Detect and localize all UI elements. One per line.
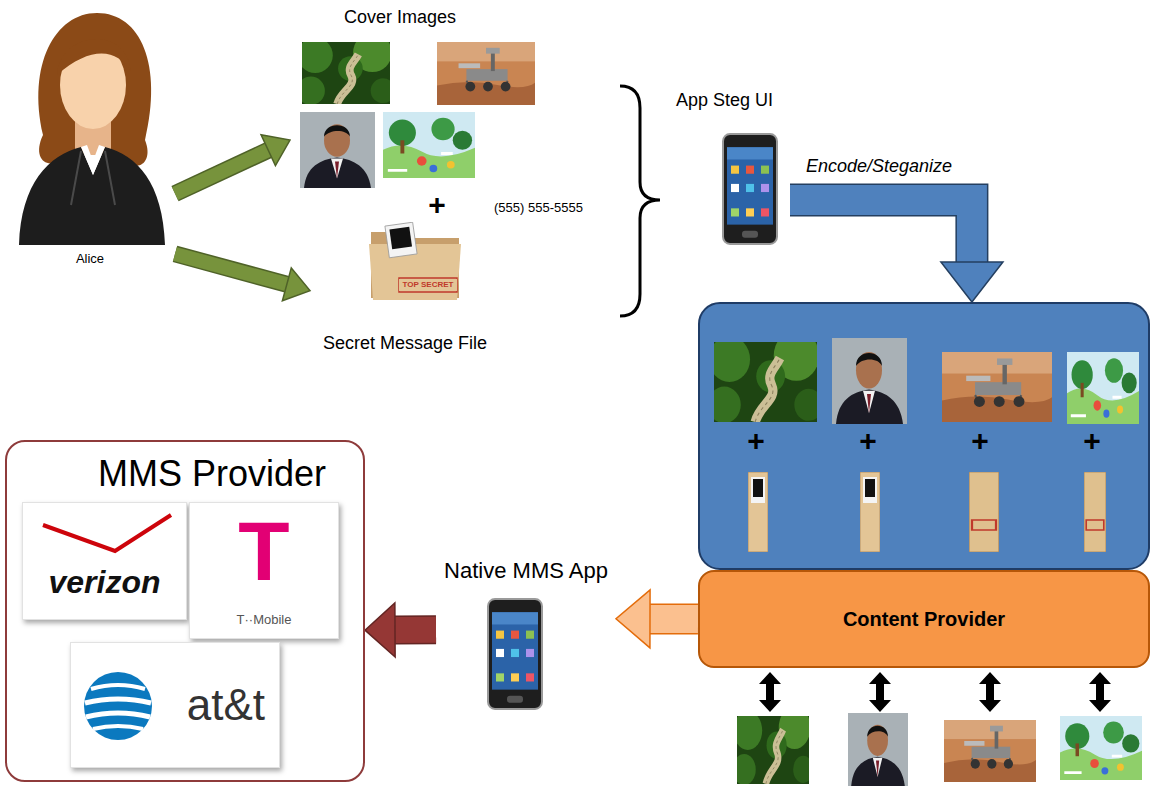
double-arrow — [979, 672, 1001, 712]
node-illustration — [5, 5, 175, 267]
label-slot: + — [424, 190, 450, 220]
folder-picture — [369, 222, 461, 300]
connector-group — [790, 200, 972, 262]
mms-provider-box: MMS Provider verizon T T··Mobile at&t — [5, 440, 365, 782]
connector-arrow — [790, 200, 972, 262]
portrait-photo — [848, 713, 908, 786]
content-provider-box: Content Provider — [698, 570, 1150, 668]
node-text: Cover Images — [344, 7, 456, 29]
man-picture — [832, 338, 907, 424]
cartoon-picture — [383, 112, 475, 178]
phone-picture — [488, 599, 542, 709]
strip-b-picture — [969, 472, 999, 552]
double-arrow — [869, 672, 891, 712]
node-text: Native MMS App — [444, 558, 608, 584]
double-arrow — [1089, 672, 1111, 712]
edge-label-slot: Encode/Steganize — [806, 156, 952, 178]
label-slot: TOP SECRET — [399, 279, 457, 291]
node-text: verizon — [48, 563, 160, 601]
connector-outline — [650, 603, 698, 634]
connector-arrow — [650, 605, 698, 633]
stego-bundle-box: + + + + — [698, 302, 1150, 570]
connector-outline — [395, 615, 436, 644]
connector-outline — [175, 150, 268, 193]
cover-images-group: Cover Images — [290, 5, 540, 190]
node-text: Content Provider — [843, 607, 1005, 631]
edge-label: Encode/Steganize — [806, 156, 952, 178]
node-text: MMS Provider — [98, 452, 326, 495]
node-text: + — [747, 426, 765, 456]
node-text: T — [238, 509, 289, 593]
node-illustration — [290, 5, 540, 190]
node-text: Alice — [76, 251, 104, 267]
connector-arrow — [395, 617, 436, 643]
carrier-logo: verizon — [22, 502, 187, 620]
node-text: + — [859, 426, 877, 456]
forest-photo — [733, 706, 814, 785]
free-label: TOP SECRET — [399, 279, 457, 291]
globe-picture — [84, 672, 152, 740]
label-slot: (555) 555-5555 — [494, 200, 614, 216]
phone-picture — [723, 134, 777, 244]
phone-app-node: Native MMS App — [436, 556, 616, 713]
connector-group — [175, 150, 268, 193]
cartoon-picture — [1060, 716, 1142, 780]
node-text: App Steg UI — [676, 90, 773, 112]
rover-picture — [437, 42, 535, 105]
node-text: + — [971, 426, 989, 456]
strip-a-picture — [860, 472, 880, 552]
rover-photo — [944, 720, 1036, 782]
connector-outline — [175, 254, 287, 284]
strip-b-picture — [1084, 472, 1106, 552]
strip-a-picture — [748, 472, 768, 552]
cartoon-picture — [1067, 352, 1139, 424]
connector-group — [650, 618, 698, 619]
man-picture — [300, 112, 375, 188]
node-illustration — [672, 88, 790, 248]
connector-arrow — [175, 150, 268, 193]
connector-group — [395, 629, 436, 630]
carrier-logo: T T··Mobile — [189, 502, 339, 639]
tree-picture — [708, 331, 823, 424]
connector-outline — [790, 200, 972, 262]
node-text: T··Mobile — [237, 612, 292, 628]
brace-bracket — [620, 86, 660, 316]
node-text: + — [1083, 426, 1101, 456]
person-node: Alice — [5, 5, 175, 267]
connector-group — [175, 254, 287, 284]
tree-picture — [297, 33, 396, 105]
double-arrow — [759, 672, 781, 712]
connector-arrow — [175, 254, 287, 284]
phone-app-node: App Steg UI — [672, 88, 790, 248]
node-illustration — [23, 503, 188, 621]
free-label: + — [424, 190, 450, 220]
alice-picture — [19, 13, 165, 245]
carrier-logo: at&t — [70, 642, 280, 768]
node-text: at&t — [187, 679, 265, 732]
node-text: Secret Message File — [323, 333, 487, 355]
free-label: (555) 555-5555 — [494, 200, 614, 216]
rover-picture — [942, 352, 1052, 422]
vzcheck-picture — [43, 515, 171, 551]
